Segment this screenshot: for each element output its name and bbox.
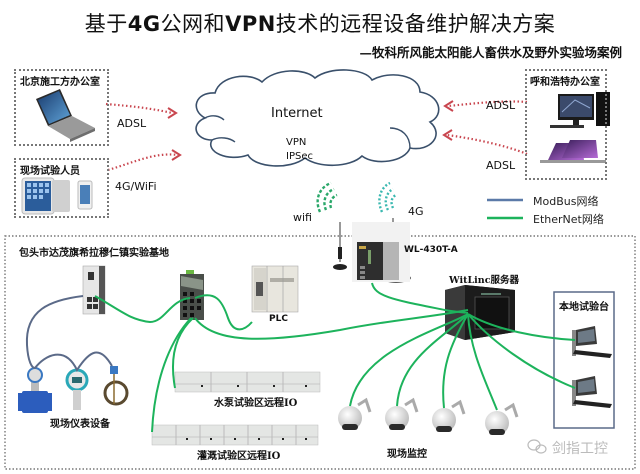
instruments-label: 现场仪表设备 — [50, 419, 110, 430]
beijing-office-box — [14, 69, 109, 146]
wechat-icon — [527, 439, 547, 454]
ethernet-cables — [94, 282, 576, 433]
field-staff-label: 现场试验人员 — [20, 166, 80, 177]
link-beijing — [105, 102, 173, 115]
cable-server-bench2 — [467, 313, 576, 389]
page-title: 基于4G公网和VPN技术的远程设备维护解决方案 — [0, 8, 640, 38]
site-label: 包头市达茂旗希拉穆仁镇实验基地 — [19, 248, 169, 259]
laptop-icon — [36, 89, 95, 142]
cable-gateway-switch — [94, 295, 191, 324]
cloud-vpn: VPN — [286, 137, 307, 148]
smartphone-icon — [77, 180, 93, 210]
4g-label: 4G — [408, 205, 424, 218]
legend-modbus: ModBus网络 — [533, 195, 599, 208]
beijing-office-label: 北京施工方办公室 — [20, 77, 100, 88]
camera-icon — [338, 397, 372, 430]
cloud-curl — [204, 115, 225, 121]
pump-io-modules — [174, 371, 321, 393]
page-subtitle: —牧科所风能太阳能人畜供水及野外实验场案例 — [359, 45, 622, 60]
hohhot-office-label: 呼和浩特办公室 — [530, 77, 600, 88]
workstation-icon — [572, 376, 612, 408]
cloud-curl — [389, 127, 411, 149]
cable-server-bench1 — [467, 313, 576, 341]
cellular-signal-icon — [378, 181, 397, 213]
link-field — [107, 153, 179, 172]
cable-gateway-server — [371, 282, 469, 314]
ethernet-switch-icon — [180, 270, 204, 320]
local-bench-label: 本地试验台 — [559, 302, 609, 313]
cloud-ipsec: IPSec — [286, 151, 313, 162]
cable-server-camera4 — [467, 313, 498, 411]
camera-icon — [485, 402, 519, 435]
serial-gateway-icon — [82, 265, 106, 315]
link-label-hohhot-laptop: ADSL — [486, 159, 516, 172]
desktop-pc-icon — [550, 92, 610, 128]
cloud-title: Internet — [271, 106, 323, 121]
link-hohhot-laptop — [446, 133, 528, 156]
camera-icon — [432, 399, 466, 432]
link-label-hohhot-pc: ADSL — [486, 99, 516, 112]
cable-server-camera2 — [396, 313, 469, 407]
gateway-label: WL-430T-A — [404, 245, 458, 255]
workstation-icon — [572, 326, 612, 358]
gateway-device-icon — [352, 222, 410, 282]
pump-io-label: 水泵试验区远程IO — [214, 398, 298, 409]
cloud-curl — [211, 137, 236, 143]
cable-switch-plc — [194, 294, 253, 331]
arrow-head — [171, 149, 182, 161]
tablet-icon — [21, 177, 70, 215]
link-label-field: 4G/WiFi — [115, 180, 157, 193]
wifi-signal-icon — [316, 181, 338, 213]
remote-links — [105, 100, 528, 172]
title-text: 技术的远程设备维护解决方案 — [275, 12, 556, 36]
arrow-heads — [167, 100, 454, 161]
legend-ethernet: EtherNet网络 — [533, 213, 604, 226]
title-text: VPN — [225, 12, 276, 36]
cable-switch-pump-io — [171, 317, 194, 389]
wifi-label: wifi — [293, 211, 312, 224]
arrow-head — [167, 107, 178, 119]
modbus-cable — [25, 295, 113, 373]
level-sensor-icon — [103, 366, 129, 406]
title-text: 公网和 — [160, 12, 226, 36]
local-bench-box — [553, 291, 615, 429]
cable-server-camera1 — [349, 313, 469, 407]
hohhot-office-box — [525, 69, 607, 180]
cable-server-camera3 — [442, 313, 469, 409]
link-label-beijing: ADSL — [117, 117, 147, 130]
laptops-icon — [540, 140, 606, 163]
arrow-head — [442, 129, 453, 141]
link-hohhot-pc — [447, 100, 528, 108]
server-label: WitLinc服务器 — [449, 275, 519, 286]
flowmeter-icon — [18, 367, 52, 413]
title-text: 基于 — [84, 12, 128, 36]
plc-label: PLC — [269, 314, 288, 324]
cameras-label: 现场监控 — [387, 449, 427, 460]
camera-icon — [385, 397, 419, 430]
plc-icon — [251, 265, 299, 313]
irrigation-io-label: 灌溉试验区远程IO — [197, 451, 281, 462]
cable-switch-irrigation-io — [151, 317, 192, 433]
arrow-head — [443, 100, 454, 112]
title-text: 4G — [127, 12, 161, 36]
irrigation-io-modules — [151, 424, 319, 446]
pressure-transmitter-icon — [65, 368, 89, 410]
watermark: 剑指工控 — [552, 441, 608, 457]
internet-cloud — [195, 69, 440, 167]
field-staff-box — [14, 158, 109, 218]
gateway-antenna-wifi — [333, 222, 347, 270]
cable-switch-server — [194, 309, 469, 340]
site-boundary — [4, 235, 636, 470]
